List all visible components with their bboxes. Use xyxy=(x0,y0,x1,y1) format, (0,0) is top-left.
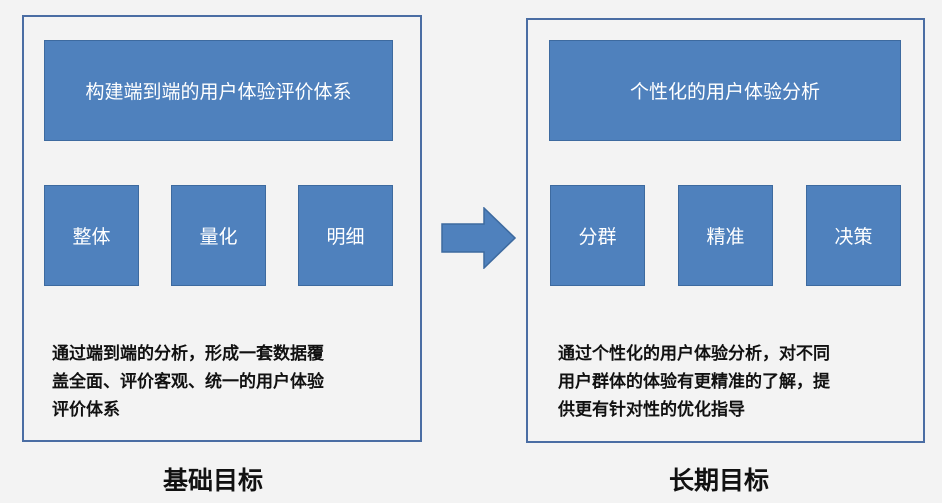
long-term-goal-header-text: 个性化的用户体验分析 xyxy=(629,81,820,103)
description-line: 盖全面、评价客观、统一的用户体验 xyxy=(52,372,324,392)
long-term-goal-item-label: 分群 xyxy=(578,226,617,248)
long-term-goal-description: 通过个性化的用户体验分析，对不同 用户群体的体验有更精准的了解，提 供更有针对性… xyxy=(558,340,830,424)
basic-goal-item-label: 明细 xyxy=(326,226,365,248)
long-term-goal-item-label: 精准 xyxy=(706,226,745,248)
basic-goal-description: 通过端到端的分析，形成一套数据覆 盖全面、评价客观、统一的用户体验 评价体系 xyxy=(52,340,324,424)
basic-goal-header-box: 构建端到端的用户体验评价体系 xyxy=(44,40,393,141)
long-term-goal-item-box: 精准 xyxy=(678,185,773,286)
basic-goal-header-text: 构建端到端的用户体验评价体系 xyxy=(85,81,352,103)
long-term-goal-item-box: 分群 xyxy=(550,185,645,286)
long-term-goal-header-box: 个性化的用户体验分析 xyxy=(549,40,901,141)
basic-goal-item-label: 量化 xyxy=(199,226,238,248)
description-line: 通过端到端的分析，形成一套数据覆 xyxy=(52,344,324,364)
long-term-goal-item-box: 决策 xyxy=(806,185,901,286)
long-term-goal-item-label: 决策 xyxy=(834,226,873,248)
description-line: 用户群体的体验有更精准的了解，提 xyxy=(558,372,830,392)
right-arrow-icon xyxy=(441,207,516,269)
basic-goal-item-label: 整体 xyxy=(72,226,111,248)
basic-goal-item-box: 明细 xyxy=(298,185,393,286)
long-term-goal-label: 长期目标 xyxy=(669,466,770,495)
description-line: 供更有针对性的优化指导 xyxy=(558,400,745,420)
description-line: 评价体系 xyxy=(52,400,120,420)
description-line: 通过个性化的用户体验分析，对不同 xyxy=(558,344,830,364)
basic-goal-label: 基础目标 xyxy=(163,466,264,495)
basic-goal-item-box: 量化 xyxy=(171,185,266,286)
basic-goal-item-box: 整体 xyxy=(44,185,139,286)
